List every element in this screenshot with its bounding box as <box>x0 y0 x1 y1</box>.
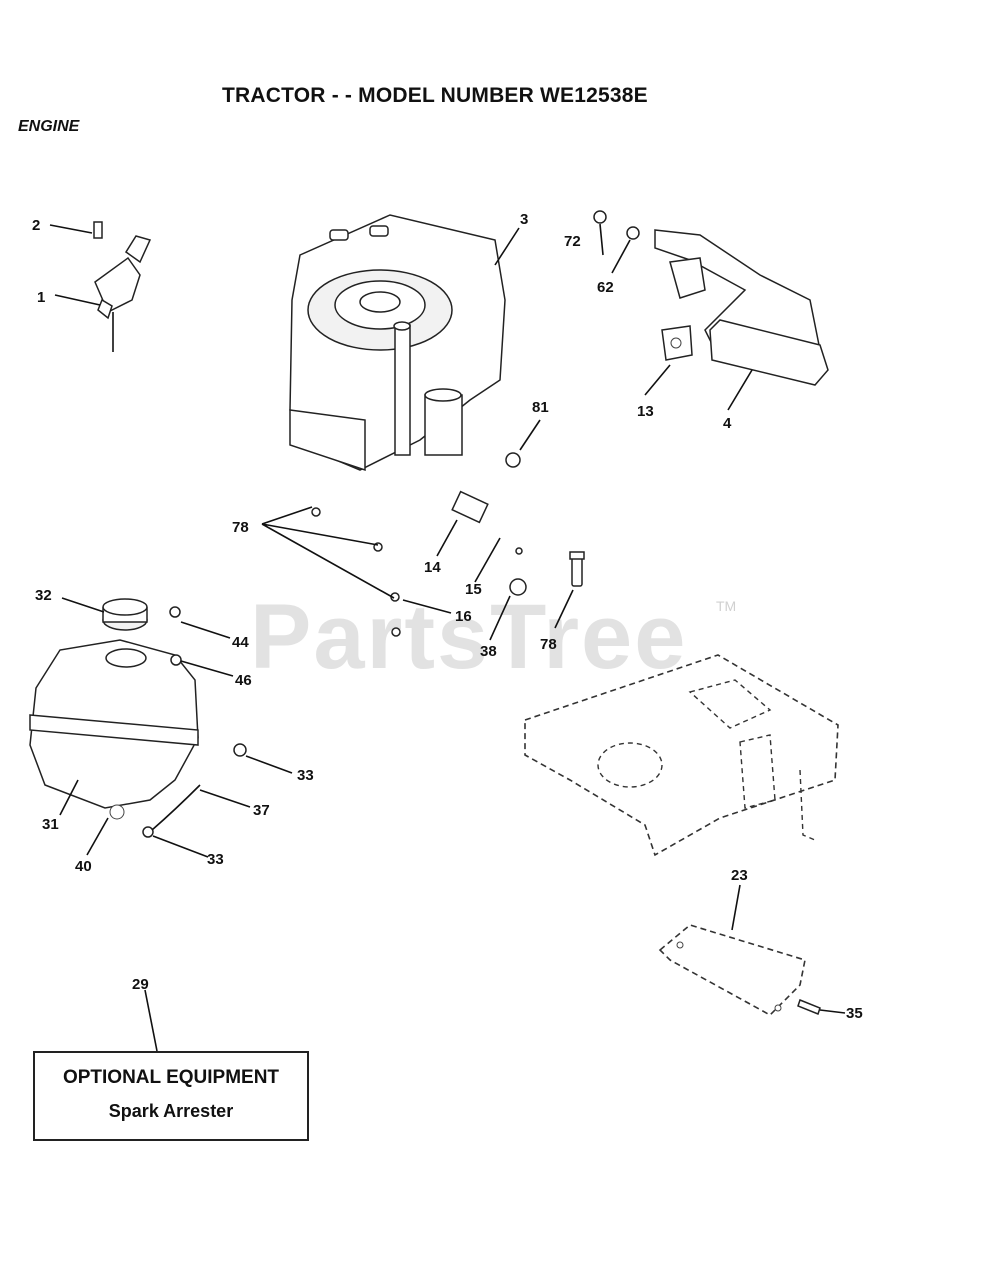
callout-31: 31 <box>42 816 59 833</box>
muffler-part[interactable] <box>593 210 829 386</box>
callout-13: 13 <box>637 403 654 420</box>
callout-81: 81 <box>532 399 549 416</box>
callout-16: 16 <box>455 608 472 625</box>
callout-46: 46 <box>235 672 252 689</box>
callout-33-lower: 33 <box>207 851 224 868</box>
frame-plate-part[interactable] <box>524 654 839 857</box>
engine-part[interactable] <box>289 214 506 472</box>
callout-72: 72 <box>564 233 581 250</box>
callout-29: 29 <box>132 976 149 993</box>
engine-hardware-parts[interactable] <box>311 452 585 637</box>
callout-23: 23 <box>731 867 748 884</box>
optional-equipment-box: OPTIONAL EQUIPMENT Spark Arrester <box>33 1051 309 1141</box>
callout-62: 62 <box>597 279 614 296</box>
callout-37: 37 <box>253 802 270 819</box>
fuel-tank-part[interactable] <box>29 598 247 838</box>
callout-44: 44 <box>232 634 249 651</box>
callout-14: 14 <box>424 559 441 576</box>
watermark-trademark: TM <box>716 598 737 614</box>
callout-3: 3 <box>520 211 528 228</box>
leader-lines <box>49 223 846 1052</box>
callout-15: 15 <box>465 581 482 598</box>
page-title: TRACTOR - - MODEL NUMBER WE12538E <box>222 84 648 107</box>
section-heading: ENGINE <box>18 118 80 135</box>
throttle-control-part[interactable] <box>93 221 152 352</box>
callout-32: 32 <box>35 587 52 604</box>
watermark: PartsTree <box>250 586 688 688</box>
callout-78-right: 78 <box>540 636 557 653</box>
optional-equipment-item: Spark Arrester <box>108 1101 234 1121</box>
spark-arrester-part[interactable] <box>658 924 821 1016</box>
callout-2: 2 <box>32 217 40 234</box>
callout-labels: 1 2 3 4 13 14 15 16 23 29 31 32 33 33 35… <box>32 211 863 1022</box>
callout-35: 35 <box>846 1005 863 1022</box>
callout-38: 38 <box>480 643 497 660</box>
callout-33-upper: 33 <box>297 767 314 784</box>
callout-1: 1 <box>37 289 45 306</box>
callout-40: 40 <box>75 858 92 875</box>
callout-4: 4 <box>723 415 732 432</box>
optional-equipment-title: OPTIONAL EQUIPMENT <box>62 1067 280 1088</box>
callout-78-left: 78 <box>232 519 249 536</box>
